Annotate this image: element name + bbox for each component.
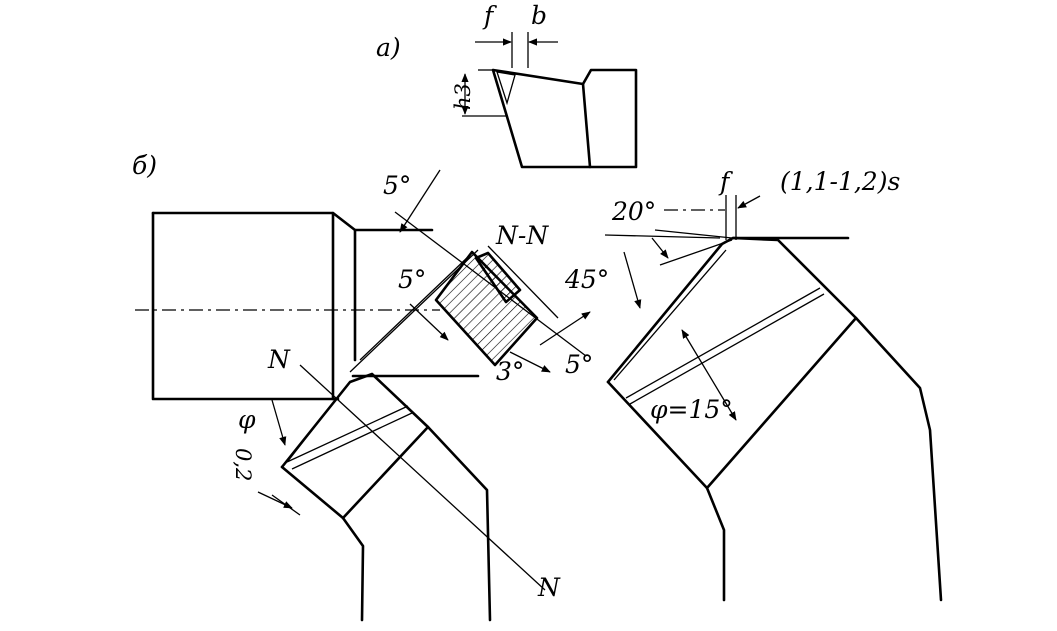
dim-f-label: f xyxy=(482,1,497,30)
angle-5-right: 5° xyxy=(565,350,593,379)
view-a-tool-profile xyxy=(461,32,638,169)
section-title: N-N xyxy=(495,221,549,250)
angle-3: 3° xyxy=(496,357,524,386)
section-n-n xyxy=(394,169,591,373)
angle-5-top: 5° xyxy=(383,171,411,200)
left-tool xyxy=(135,211,546,622)
angle-45: 45° xyxy=(564,265,609,294)
phi-label: φ xyxy=(238,405,256,434)
right-tool xyxy=(604,195,943,602)
dim-f-right: f xyxy=(718,167,733,196)
dim-02-label: 0,2 xyxy=(231,448,255,481)
view-b-label: б) xyxy=(132,151,157,180)
feed-dim-label: (1,1-1,2)s xyxy=(780,167,900,196)
section-n-lower: N xyxy=(537,573,561,602)
dim-b-label: b xyxy=(531,1,547,30)
dim-h3-label: h3 xyxy=(451,83,475,110)
view-a-label: a) xyxy=(376,33,401,62)
phi-15-label: φ=15° xyxy=(650,395,733,424)
angle-20: 20° xyxy=(611,197,656,226)
section-n-upper: N xyxy=(267,345,291,374)
angle-5-left: 5° xyxy=(398,265,426,294)
